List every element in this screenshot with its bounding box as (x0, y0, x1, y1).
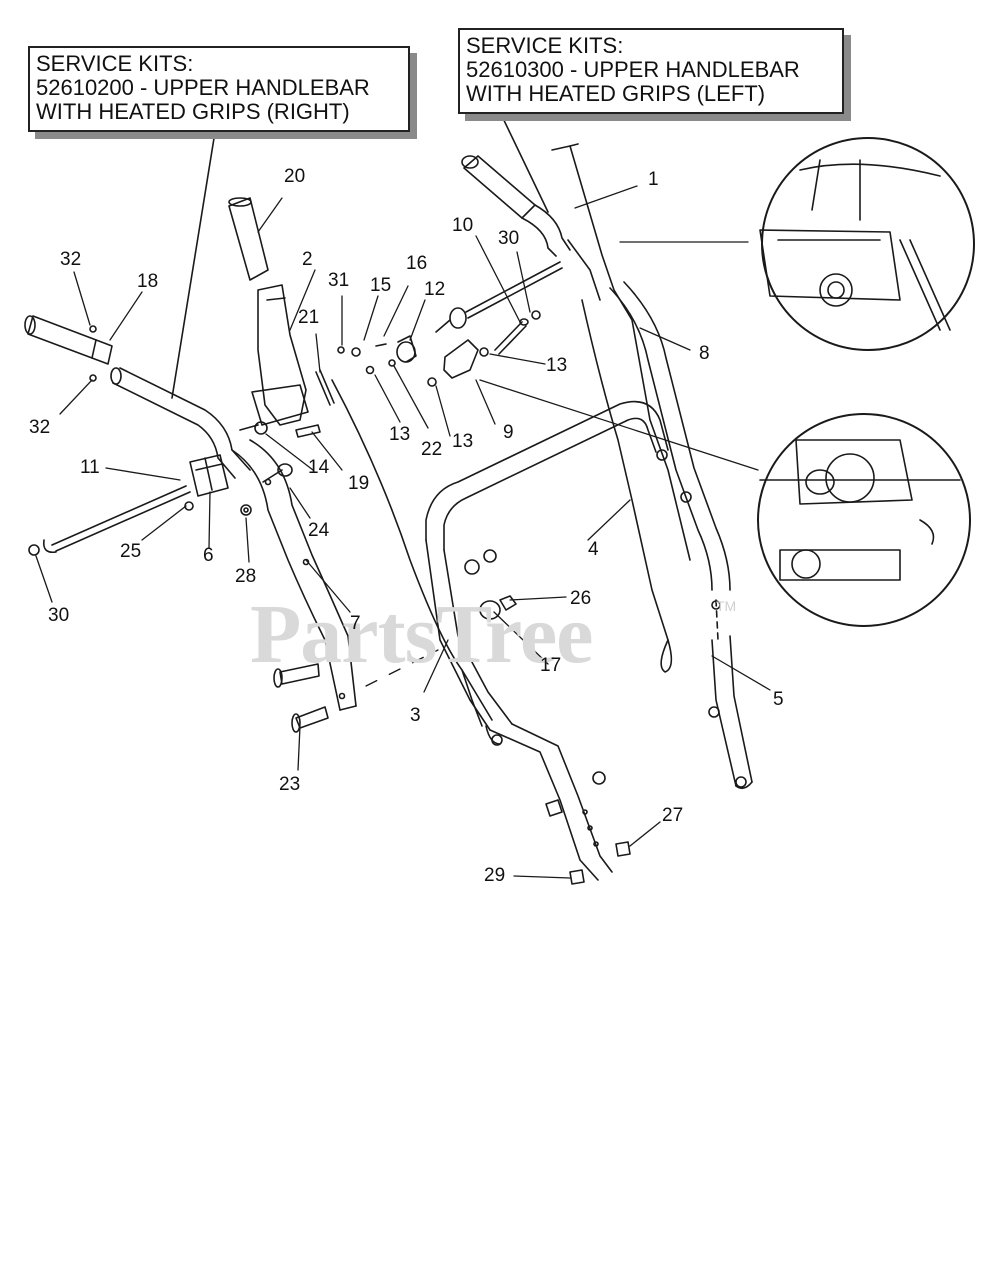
callout-label: 18 (137, 271, 159, 292)
heated-grip-right (24, 315, 113, 365)
callout-label: 4 (588, 539, 599, 560)
callout-label: 20 (284, 166, 306, 187)
callout-label: 7 (350, 613, 361, 634)
watermark-trademark: TM (716, 598, 737, 614)
callout-leaders (35, 185, 771, 879)
shaft-assembly (427, 261, 563, 387)
callout-label: 5 (773, 689, 784, 710)
callout-label: 27 (662, 805, 684, 826)
callout-label: 30 (498, 228, 520, 249)
callout-label: 29 (484, 865, 506, 886)
pin-10 (494, 318, 529, 355)
nut-27 (615, 841, 631, 857)
handle-cover-2 (251, 284, 309, 426)
callout-label: 1 (648, 169, 659, 190)
bolt-24 (262, 463, 293, 483)
service-kit-box-right: SERVICE KITS: 52610200 - UPPER HANDLEBAR… (28, 46, 410, 132)
nut-26 (499, 595, 517, 611)
rod-11 (42, 485, 191, 554)
callout-label: 16 (406, 253, 428, 274)
callout-label: 6 (203, 545, 214, 566)
service-kit-desc-line: WITH HEATED GRIPS (LEFT) (466, 81, 766, 106)
kit-leaders (171, 111, 549, 399)
callout-label: 2 (302, 249, 313, 270)
fasteners-misc (656, 449, 721, 610)
callout-label: 32 (60, 249, 82, 270)
bracket-6 (189, 454, 229, 497)
callout-label: 28 (235, 566, 257, 587)
knob-12 (396, 335, 417, 363)
callout-label: 13 (546, 355, 568, 376)
detail-circle-upper (759, 137, 975, 351)
callout-label: 22 (421, 439, 443, 460)
callout-label: 15 (370, 275, 392, 296)
service-kit-part-line: 52610300 - UPPER HANDLEBAR (466, 57, 800, 82)
callout-label: 14 (308, 457, 330, 478)
sleeve-20 (228, 197, 269, 281)
callout-label: 12 (424, 279, 446, 300)
bracket-9 (443, 339, 479, 379)
service-kit-part-line: 52610200 - UPPER HANDLEBAR (36, 75, 370, 100)
service-kit-desc-line: WITH HEATED GRIPS (RIGHT) (36, 99, 350, 124)
lower-handlebar-5 (708, 599, 753, 790)
callout-label: 3 (410, 705, 421, 726)
bolt-23-upper (273, 663, 320, 688)
lower-handlebar-7 (231, 439, 357, 711)
cable-3 (331, 379, 503, 746)
upper-handlebar-right (110, 367, 251, 479)
bolt-14 (239, 421, 268, 435)
watermark: PartsTree (250, 588, 593, 681)
callout-label: 10 (452, 215, 474, 236)
callout-label: 24 (308, 520, 330, 541)
callout-label: 13 (389, 424, 411, 445)
callout-label: 30 (48, 605, 70, 626)
heated-grip-left (461, 155, 536, 219)
callout-label: 31 (328, 270, 350, 291)
small-hardware (28, 325, 396, 556)
callout-label: 8 (699, 343, 710, 364)
callout-label: 17 (540, 655, 562, 676)
center-handle (425, 400, 669, 881)
callout-label: 13 (452, 431, 474, 452)
callout-label: 32 (29, 417, 51, 438)
rod-4 (581, 299, 673, 673)
service-kit-box-left: SERVICE KITS: 52610300 - UPPER HANDLEBAR… (458, 28, 844, 114)
service-kit-heading: SERVICE KITS: (36, 51, 194, 76)
callout-label: 11 (80, 457, 100, 478)
callout-label: 26 (570, 588, 592, 609)
lower-handlebar-8 (609, 281, 731, 591)
service-kit-heading: SERVICE KITS: (466, 33, 624, 58)
bolt-17 (479, 600, 501, 620)
detail-circle-lower (757, 413, 971, 627)
callout-label: 19 (348, 473, 370, 494)
bolt-23-lower (291, 706, 329, 733)
nut-29 (569, 869, 585, 885)
callout-label: 21 (298, 307, 320, 328)
callout-label: 25 (120, 541, 142, 562)
callout-label: 9 (503, 422, 514, 443)
callout-label: 23 (279, 774, 301, 795)
